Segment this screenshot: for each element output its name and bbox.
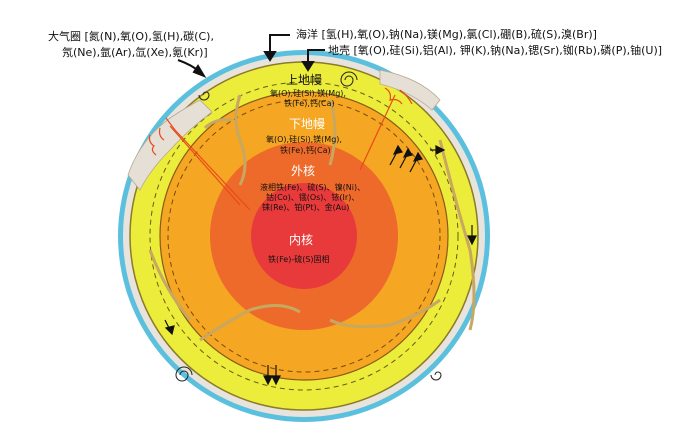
outer-core-line1: 液相铁(Fe)、硫(S)、镍(Ni)、	[260, 182, 365, 192]
upper-mantle-boundary	[149, 81, 459, 391]
inner-core-line1: 铁(Fe)-硫(S)固相	[268, 254, 330, 264]
continental-crust-left	[127, 99, 213, 191]
label-pointers	[177, 34, 325, 79]
lower-mantle-title: 下地幔	[289, 116, 325, 131]
upper-mantle-title: 上地幔	[286, 72, 322, 87]
continental-crust-right	[379, 69, 441, 111]
outer-core-title: 外核	[291, 164, 315, 178]
flow-arrows	[164, 144, 477, 386]
ocean-label: 海洋 [氢(H),氧(O),钠(Na),镁(Mg),氯(Cl),硼(B),硫(S…	[296, 27, 597, 41]
volcanic-veins-right	[359, 87, 413, 171]
atmosphere-label-line2: 氖(Ne),氩(Ar),氙(Xe),氪(Kr)]	[62, 45, 208, 59]
volcanic-veins-left	[148, 117, 251, 211]
atmosphere-label-line1: 大气圈 [氮(N),氧(O),氢(H),碳(C),	[48, 29, 214, 43]
upper-mantle-line2: 铁(Fe),钙(Ca)	[284, 98, 335, 108]
outer-core-line3: 铼(Re)、铂(Pt)、金(Au)	[262, 202, 349, 212]
crust-label: 地壳 [氧(O),硅(Si),铝(Al), 钾(K),钠(Na),锶(Sr),铷…	[328, 43, 662, 57]
inner-core-title: 内核	[289, 233, 313, 247]
inner-core-layer	[251, 183, 357, 289]
convection-swirls	[175, 71, 442, 382]
lower-mantle-line1: 氧(O),硅(Si),镁(Mg),	[266, 134, 342, 144]
lower-mantle-boundary	[167, 99, 441, 373]
upper-mantle-line1: 氧(O),硅(Si),镁(Mg),	[270, 88, 346, 98]
lower-mantle-line2: 铁(Fe),钙(Ca)	[280, 145, 331, 155]
outer-core-line2: 钴(Co)、锇(Os)、铱(Ir)、	[266, 192, 359, 202]
convection-channels	[148, 94, 476, 342]
